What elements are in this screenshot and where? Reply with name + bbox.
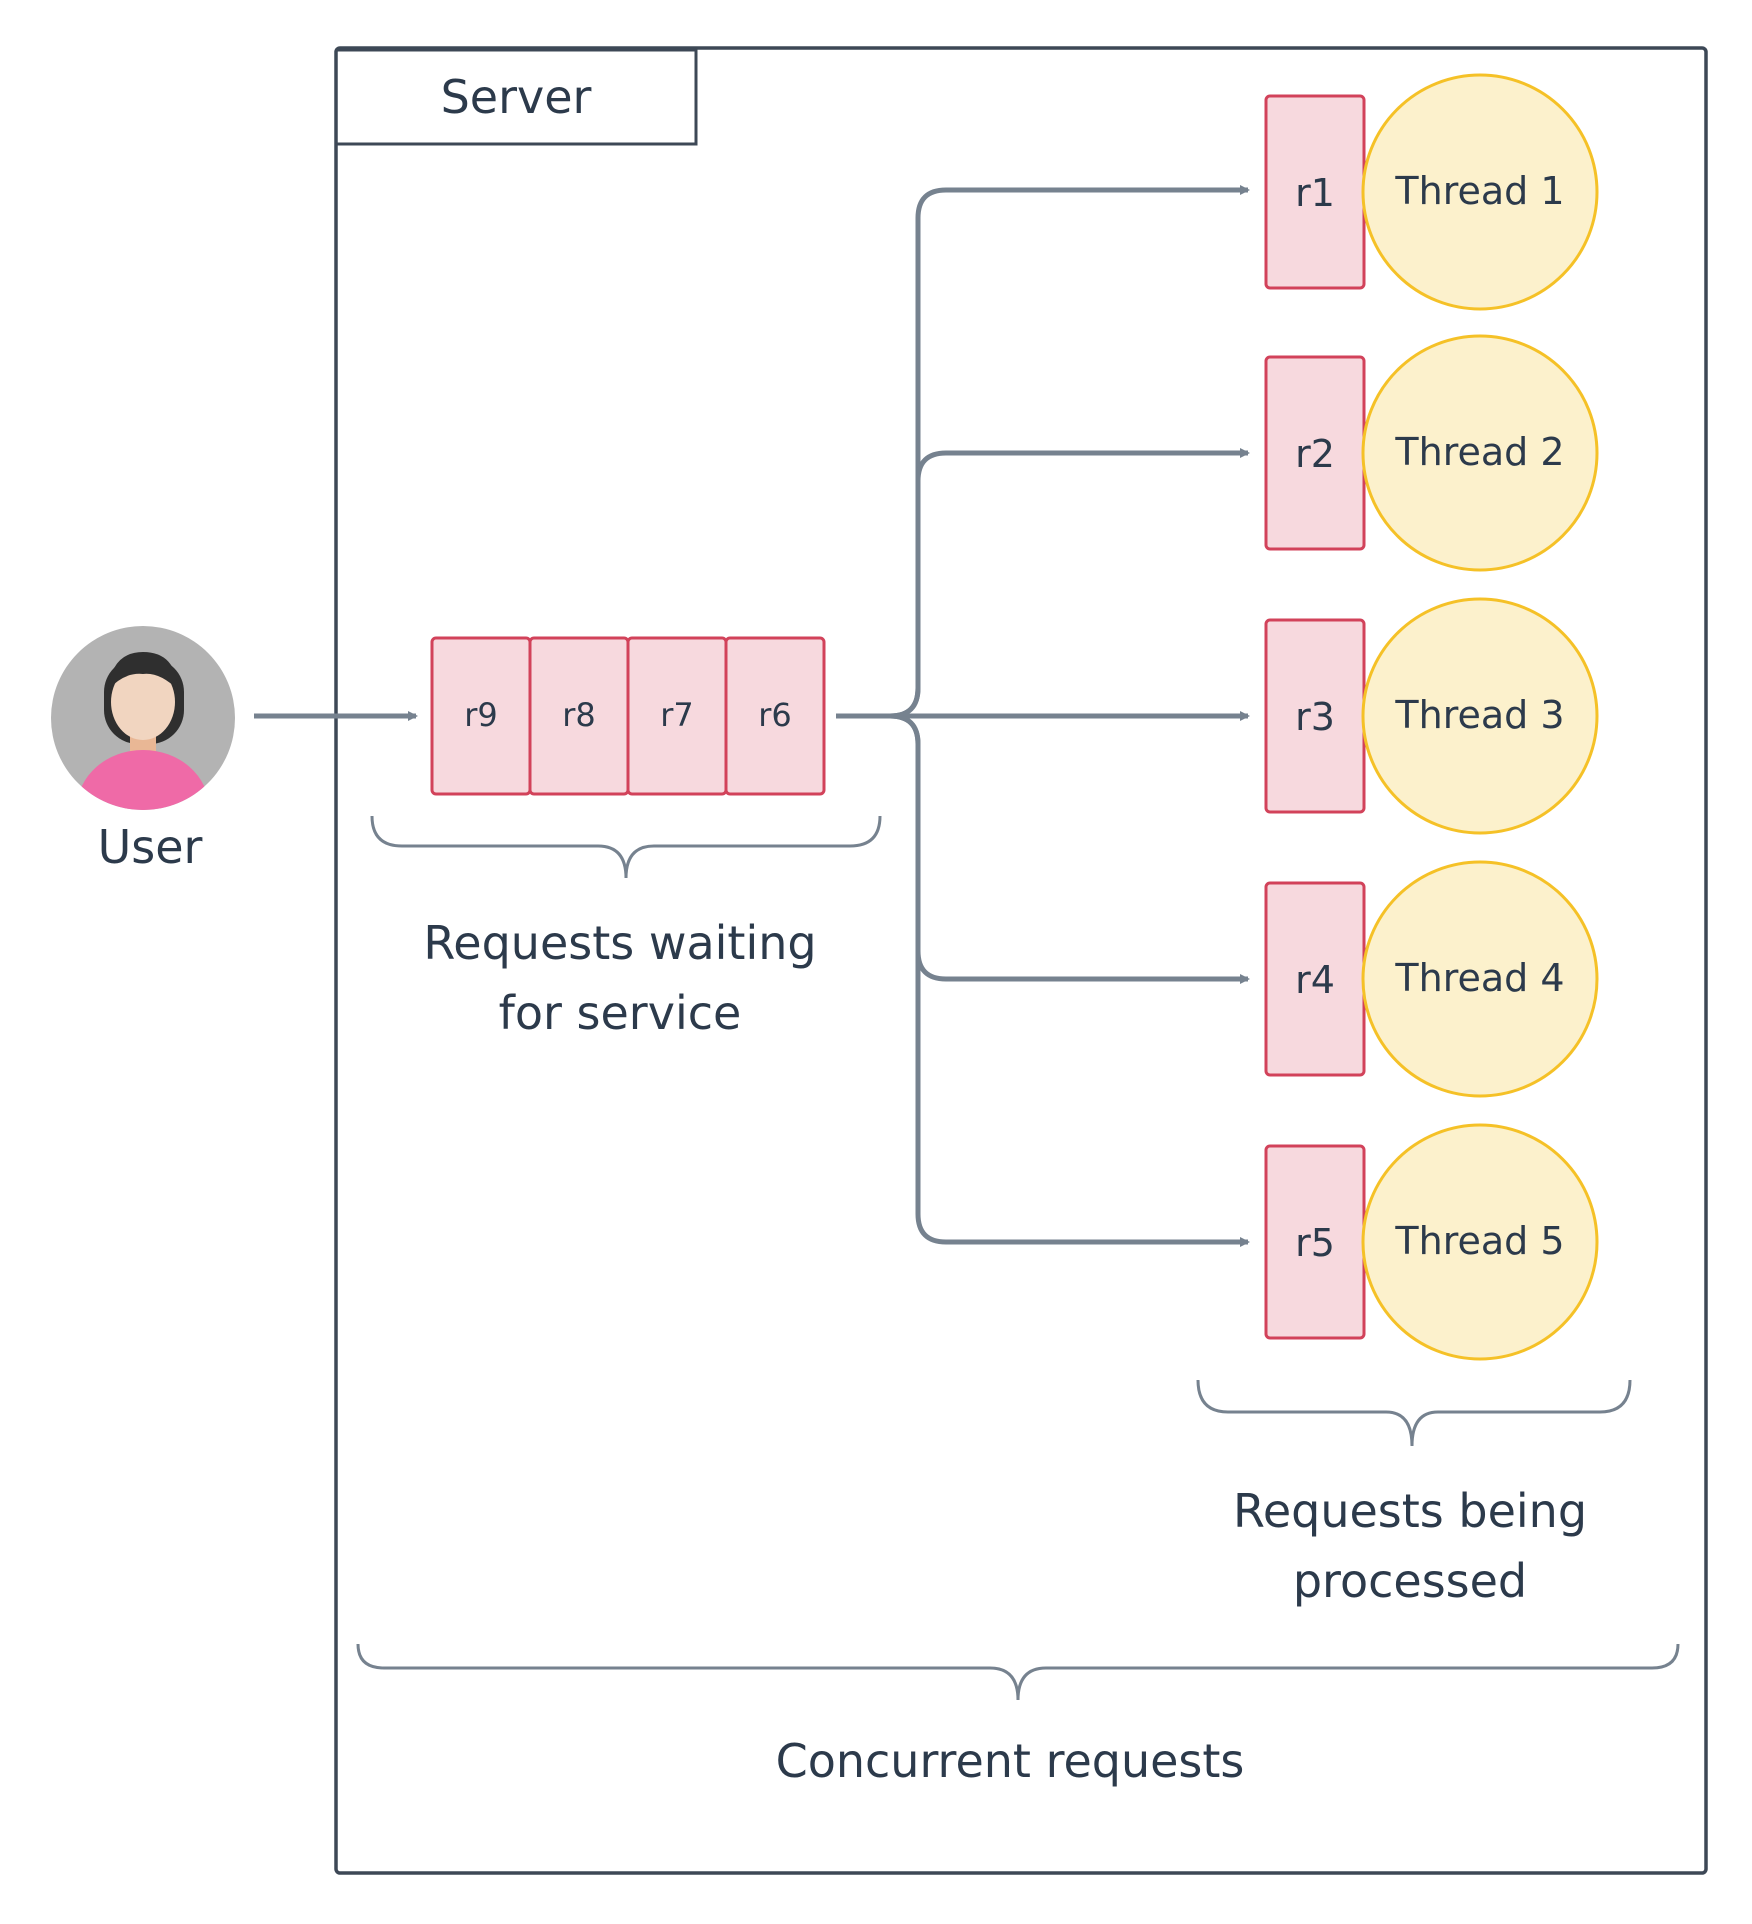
processing-label-line2: processed	[1292, 1554, 1528, 1608]
thread-label-2: Thread 2	[1395, 430, 1565, 474]
server-frame	[334, 46, 1708, 1875]
dispatch-arrow-4	[836, 713, 1250, 984]
dispatch-arrow-2	[836, 448, 1250, 719]
queue-request-label: r7	[660, 696, 694, 734]
processing-request-label-4: r4	[1295, 958, 1335, 1002]
processing-brace	[1196, 1379, 1632, 1447]
processing-request-label-1: r1	[1295, 171, 1335, 215]
server-label-box	[336, 48, 698, 146]
processing-label-line1: Requests being	[1232, 1484, 1588, 1538]
thread-label-5: Thread 5	[1395, 1219, 1565, 1263]
waiting-label: Requests waiting for service	[360, 908, 880, 1048]
processing-label: Requests being processed	[1150, 1476, 1670, 1616]
queue-request-label: r9	[464, 696, 498, 734]
user-label: User	[97, 820, 203, 874]
concurrent-brace	[356, 1643, 1680, 1701]
waiting-brace	[370, 815, 882, 879]
thread-circle-4	[1361, 860, 1599, 1098]
server-label: Server	[440, 70, 592, 124]
dispatch-arrow-5	[836, 713, 1250, 1247]
queue-request-box	[724, 636, 826, 796]
queue-request-label: r6	[758, 696, 792, 734]
thread-circle-2	[1361, 334, 1599, 572]
thread-circle-1	[1361, 73, 1599, 311]
waiting-label-line2: for service	[498, 986, 742, 1040]
thread-circle-5	[1361, 1123, 1599, 1361]
processing-request-label-2: r2	[1295, 432, 1335, 476]
user-avatar-icon	[51, 626, 235, 810]
thread-circle-3	[1361, 597, 1599, 835]
processing-request-label-3: r3	[1295, 695, 1335, 739]
thread-label-3: Thread 3	[1395, 693, 1565, 737]
thread-label-1: Thread 1	[1395, 169, 1565, 213]
thread-label-4: Thread 4	[1395, 956, 1565, 1000]
processing-request-label-5: r5	[1295, 1221, 1335, 1265]
concurrent-label: Concurrent requests	[775, 1734, 1245, 1788]
queue-request-label: r8	[562, 696, 596, 734]
waiting-label-line1: Requests waiting	[423, 916, 817, 970]
